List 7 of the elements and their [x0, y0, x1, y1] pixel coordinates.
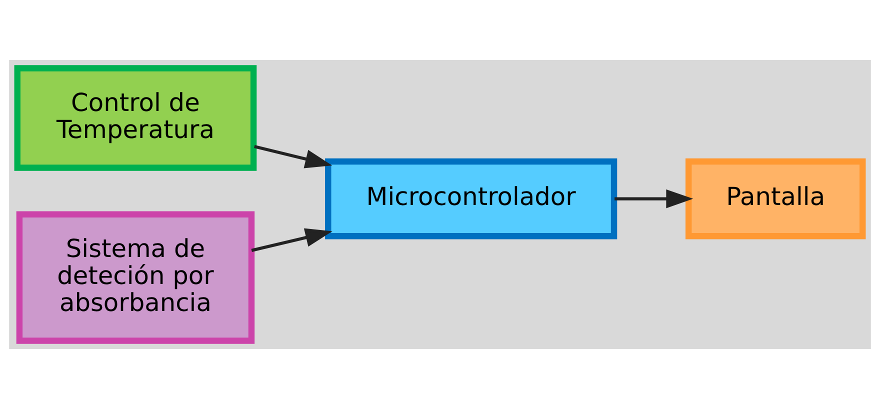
- arrow: [614, 189, 694, 208]
- node-box: Pantalla: [686, 158, 866, 240]
- node-box: Control de Temperatura: [14, 65, 257, 171]
- node-box: Sistema de deteción por absorbancia: [16, 211, 255, 344]
- node-box: Microcontrolador: [325, 158, 618, 240]
- arrow: [254, 144, 332, 168]
- arrow: [251, 228, 332, 252]
